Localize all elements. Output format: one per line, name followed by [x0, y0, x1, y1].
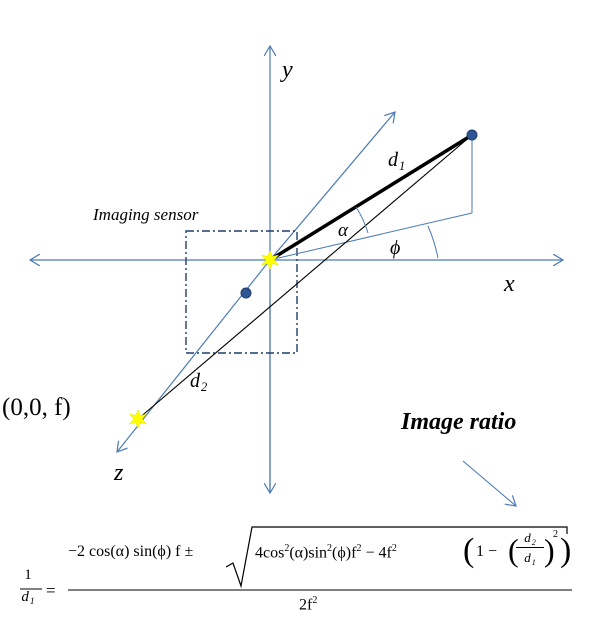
alpha-label: α — [338, 220, 348, 241]
sqrt-term-phi-f: (ϕ)f — [332, 544, 357, 562]
x-axis-label: x — [504, 271, 515, 297]
inner-frac-num: d2 — [516, 530, 544, 548]
inner-frac-den: d1 — [516, 548, 544, 567]
d2-label: d2 — [190, 370, 208, 395]
sqrt-term-sin: (α)sin — [289, 544, 328, 562]
lhs-den-subscript: 1 — [29, 597, 35, 608]
d2-subscript: 2 — [201, 380, 208, 395]
sensor-point — [240, 287, 252, 299]
inner-power: 2 — [553, 529, 558, 540]
image-ratio-arrow — [462, 460, 516, 506]
numerator-left-term: −2 cos(α) sin(ϕ) f ± — [68, 543, 194, 560]
paren-open-outer: ( — [463, 532, 475, 569]
paren-close-outer: ) — [560, 532, 572, 569]
phi-arc — [427, 225, 439, 259]
image-ratio-formula: 1 d1 = −2 cos(α) sin(ϕ) f ± 4cos2(α)sin2… — [16, 526, 591, 626]
focal-point-label: (0,0, f) — [2, 394, 71, 421]
sqrt-symbol — [225, 526, 568, 589]
d2-over-d1-fraction: d2 d1 — [516, 530, 544, 567]
den-2f: 2f — [299, 596, 313, 614]
projection-floor-line — [269, 212, 473, 261]
imaging-sensor-box — [185, 230, 298, 354]
inner-num-letter: d — [524, 530, 531, 545]
sqrt-inner-term: 4cos2(α)sin2(ϕ)f2 − 4f2 — [255, 544, 397, 561]
inner-den-sub: 1 — [531, 557, 536, 567]
paren-close-inner: ) — [544, 532, 555, 568]
y-axis-label: y — [282, 57, 293, 83]
lhs-den-letter: d — [21, 589, 29, 605]
equals-sign: = — [46, 581, 56, 600]
lhs-denominator: d1 — [16, 587, 40, 608]
sup-sin: 2 — [327, 543, 333, 554]
den-sup: 2 — [312, 595, 318, 606]
d2-letter: d — [190, 370, 200, 392]
lhs-fraction: 1 d1 — [16, 567, 40, 608]
d1-letter: d — [388, 149, 398, 171]
sup-f: 2 — [356, 543, 362, 554]
paren-open-inner: ( — [508, 532, 519, 568]
d1-subscript: 1 — [399, 159, 406, 174]
imaging-sensor-label: Imaging sensor — [93, 205, 199, 224]
sup-cos: 2 — [284, 543, 290, 554]
sqrt-term-4f: − 4f — [361, 544, 392, 562]
phi-label: ϕ — [390, 237, 401, 259]
lhs-numerator: 1 — [24, 567, 32, 583]
sup-f2: 2 — [391, 543, 397, 554]
denominator-term: 2f2 — [299, 596, 317, 613]
d2-line — [137, 134, 473, 420]
image-ratio-label: Image ratio — [401, 409, 517, 435]
inner-num-sub: 2 — [531, 537, 536, 547]
sqrt-term-4cos: 4cos — [255, 544, 285, 562]
d1-label: d1 — [388, 149, 406, 174]
d1-line — [269, 133, 473, 262]
focal-star — [128, 409, 148, 429]
one-minus-term: 1 − — [476, 543, 498, 560]
z-axis-label: z — [114, 460, 124, 486]
upper-diagonal-axis-line — [269, 112, 395, 261]
inner-den-letter: d — [524, 550, 531, 565]
object-point — [466, 129, 478, 141]
alpha-arc — [355, 206, 369, 234]
origin-star — [260, 250, 280, 270]
